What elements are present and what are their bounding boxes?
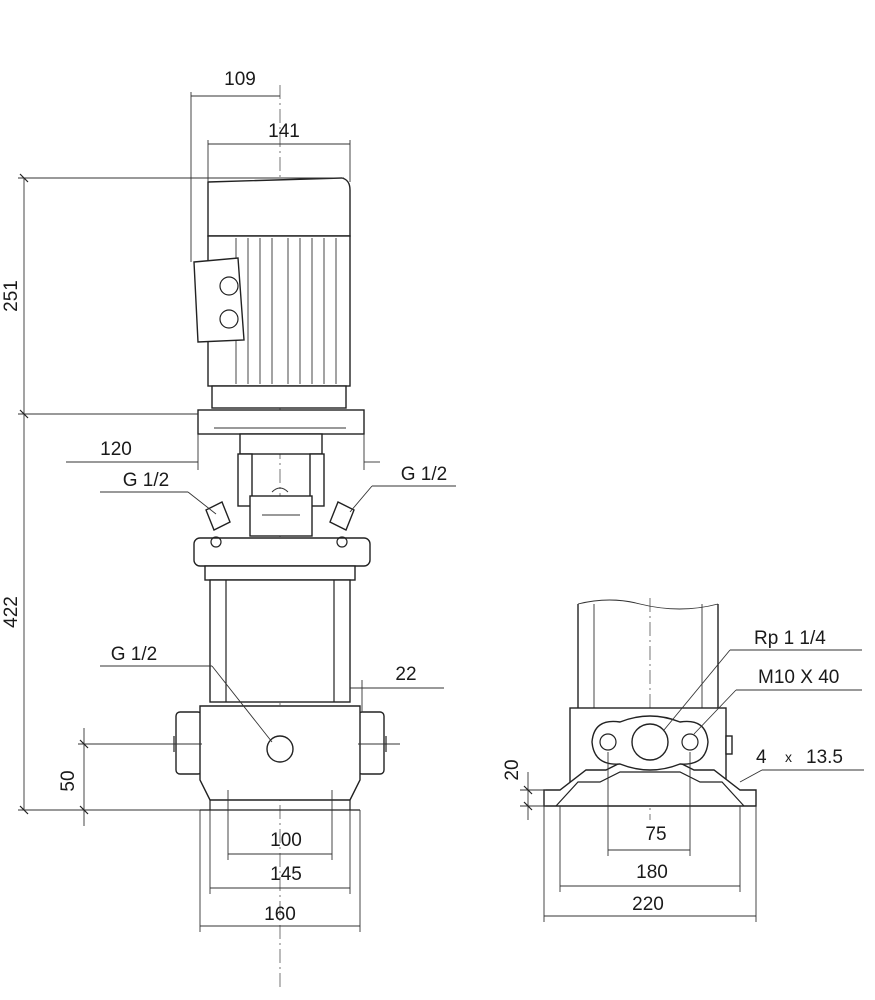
label-holes-count: 4 xyxy=(756,747,767,768)
vent-plug-left xyxy=(205,501,231,531)
motor-stool xyxy=(197,409,365,537)
label-holes-dia: 13.5 xyxy=(806,747,843,768)
dim-20: 20 xyxy=(502,759,523,780)
dim-50: 50 xyxy=(58,770,79,791)
label-g12-drain: G 1/2 xyxy=(111,644,157,665)
dim-141: 141 xyxy=(268,121,300,142)
label-thread: Rp 1 1/4 xyxy=(754,628,826,649)
side-base xyxy=(543,707,757,807)
dim-22: 22 xyxy=(395,664,416,685)
pump-head xyxy=(193,536,371,581)
label-holes-x: x xyxy=(785,749,792,765)
motor xyxy=(193,177,351,409)
label-g12-left: G 1/2 xyxy=(123,470,169,491)
front-view: 109 141 251 422 120 G 1/2 G 1/2 G 1/2 22… xyxy=(1,69,456,990)
dim-75: 75 xyxy=(645,824,666,845)
drain-port xyxy=(266,735,294,763)
pump-base xyxy=(160,705,400,811)
side-dimension-ticks xyxy=(523,785,533,811)
dim-251: 251 xyxy=(1,280,22,312)
cable-gland-icon xyxy=(219,276,239,296)
label-bolt: M10 X 40 xyxy=(758,667,839,688)
side-dimension-lines xyxy=(520,649,864,922)
bolt-hole-right xyxy=(681,733,699,751)
dim-109: 109 xyxy=(224,69,256,90)
dim-220: 220 xyxy=(632,894,664,915)
cable-gland-icon xyxy=(219,309,239,329)
terminal-box xyxy=(193,257,245,343)
suction-bore xyxy=(631,723,669,761)
dim-120: 120 xyxy=(100,439,132,460)
vent-plug-right xyxy=(329,501,355,531)
pump-sleeve xyxy=(209,579,351,703)
front-dimension-ticks xyxy=(19,173,89,815)
dim-160: 160 xyxy=(264,904,296,925)
label-g12-right: G 1/2 xyxy=(401,464,447,485)
side-sleeve xyxy=(577,599,719,708)
coupling-guard xyxy=(249,495,313,537)
side-view: Rp 1 1/4 M10 X 40 4 x 13.5 20 75 180 220 xyxy=(502,598,864,922)
dim-180: 180 xyxy=(636,862,668,883)
dim-145: 145 xyxy=(270,864,302,885)
dim-100: 100 xyxy=(270,830,302,851)
dim-422: 422 xyxy=(1,596,22,628)
bolt-hole-left xyxy=(599,733,617,751)
